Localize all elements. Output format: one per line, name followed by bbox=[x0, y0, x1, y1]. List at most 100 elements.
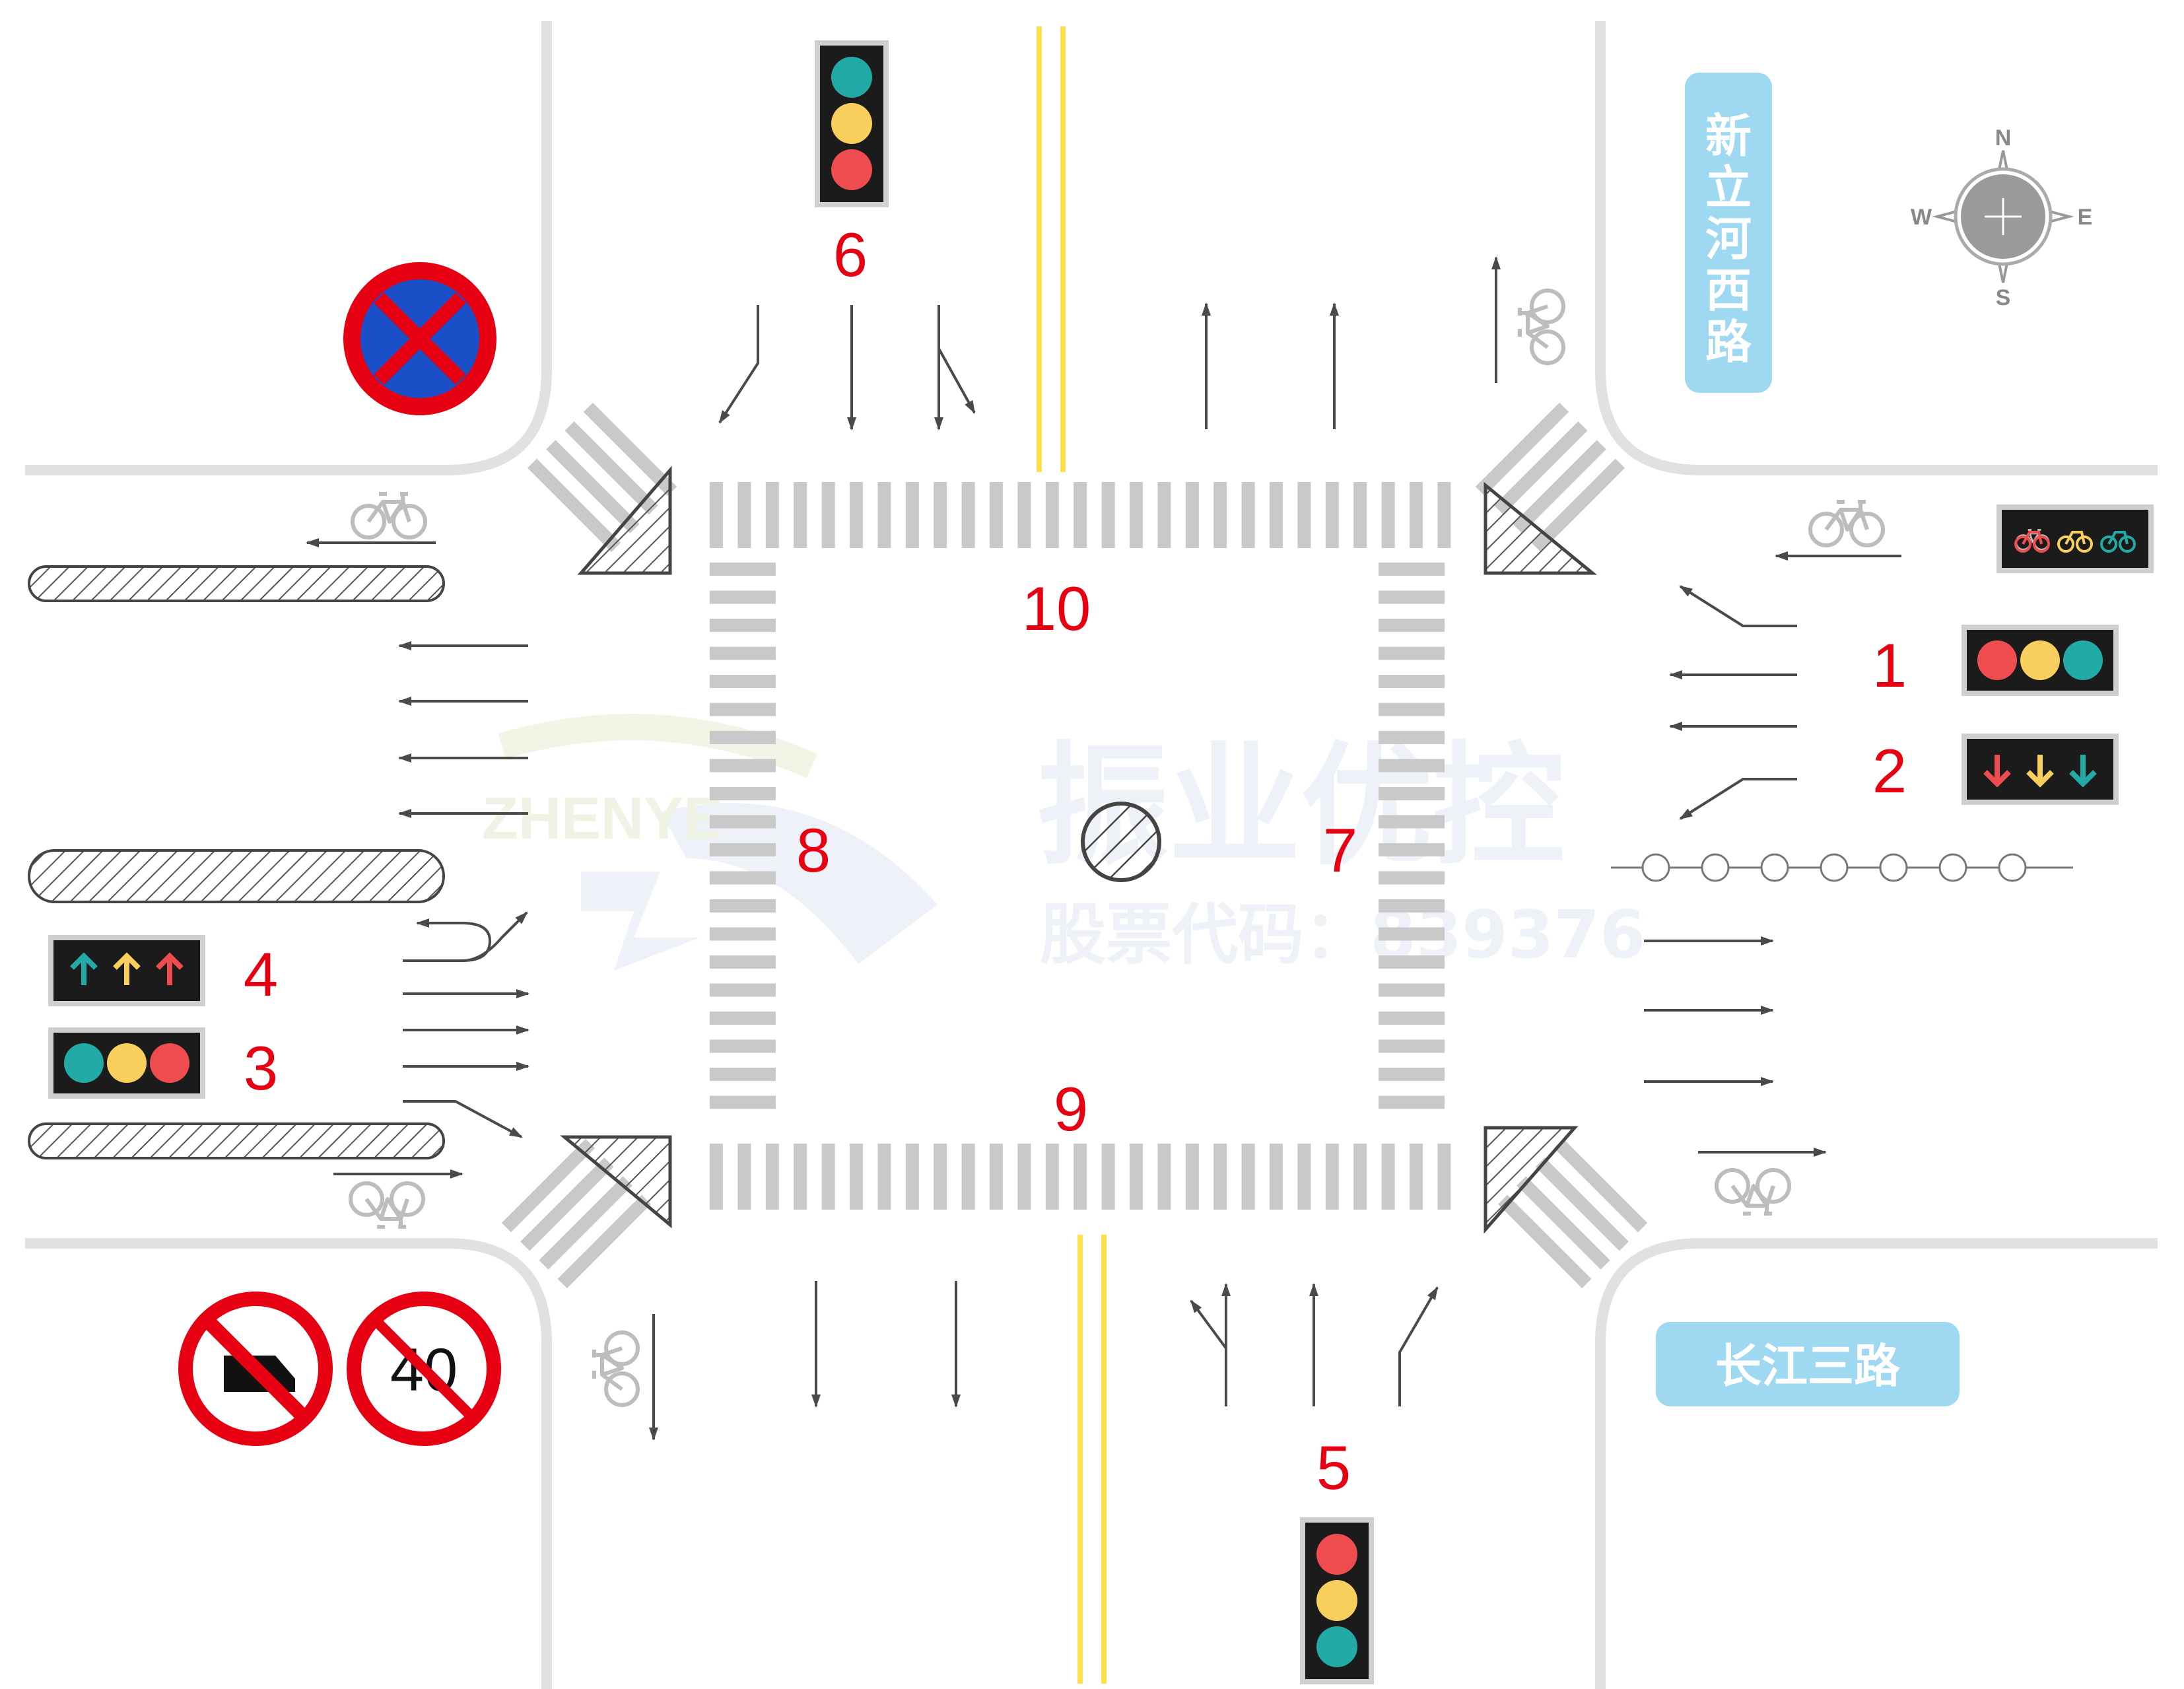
road-name-ns-char-4: 西 bbox=[1705, 263, 1752, 318]
crosswalk-stripe bbox=[1297, 1144, 1311, 1210]
bicycle-icon bbox=[353, 494, 425, 537]
arrow-w-right bbox=[403, 1100, 523, 1138]
signal-number-8: 8 bbox=[796, 815, 831, 885]
crosswalk-stripe bbox=[1241, 482, 1255, 548]
road-edge-ne bbox=[1595, 21, 2158, 475]
road-edge-nw bbox=[25, 21, 552, 475]
crosswalk-stripe bbox=[877, 482, 891, 548]
crosswalk-stripe bbox=[710, 843, 776, 856]
crosswalk-stripe bbox=[710, 955, 776, 969]
crosswalk-stripe bbox=[765, 482, 779, 548]
crosswalk-stripe bbox=[710, 759, 776, 773]
crosswalk-stripe bbox=[877, 1144, 891, 1210]
road-edge-sw bbox=[25, 1238, 552, 1689]
center-island bbox=[1081, 802, 1161, 882]
crosswalk-stripe bbox=[710, 871, 776, 885]
signal-number-10: 10 bbox=[1022, 574, 1091, 643]
crosswalk-stripe bbox=[1130, 482, 1143, 548]
arrow-e-left bbox=[1679, 585, 1797, 627]
crosswalk-stripe bbox=[1379, 899, 1445, 913]
arrow-w-uturn bbox=[403, 918, 492, 962]
crosswalk-stripe bbox=[1379, 1039, 1445, 1053]
crosswalk-stripe bbox=[1325, 482, 1339, 548]
bicycle-icon bbox=[1717, 1170, 1789, 1214]
crosswalk-stripe bbox=[710, 927, 776, 941]
arrow-s-left-straight-b bbox=[1190, 1299, 1227, 1350]
watermark-brand: ZHENYE bbox=[482, 786, 723, 852]
crosswalk-stripe bbox=[1379, 843, 1445, 856]
corner-islands bbox=[560, 465, 1597, 1234]
crosswalk-east bbox=[1379, 563, 1445, 1109]
crosswalk-stripe bbox=[1379, 1068, 1445, 1081]
crosswalk-stripe bbox=[850, 482, 863, 548]
crosswalk-stripe bbox=[1213, 1144, 1227, 1210]
west-medians bbox=[28, 565, 445, 1159]
crosswalk-stripe bbox=[1101, 482, 1115, 548]
crosswalk-stripe bbox=[1017, 1144, 1031, 1210]
crosswalk-stripe bbox=[1101, 1144, 1115, 1210]
crosswalk-stripe bbox=[1379, 927, 1445, 941]
divider-post bbox=[1879, 853, 1908, 882]
crosswalk-stripe bbox=[1241, 1144, 1255, 1210]
center-lines bbox=[1037, 26, 1107, 1684]
watermark: ZHENYE 振业优控 股票代码：839376 bbox=[482, 714, 1645, 973]
crosswalk-stripe bbox=[1045, 482, 1059, 548]
crosswalk-stripe bbox=[1379, 703, 1445, 716]
crosswalk-stripe bbox=[1297, 482, 1311, 548]
bicycle-icon bbox=[351, 1183, 423, 1227]
crosswalk-stripe bbox=[1379, 646, 1445, 660]
crosswalk-stripe bbox=[1157, 482, 1171, 548]
road-sign-east-west: 长江三路 bbox=[1656, 1322, 1960, 1406]
crosswalk-stripe bbox=[1379, 590, 1445, 604]
road-sign-north-south: 新 立 河 西 路 bbox=[1685, 73, 1772, 393]
crosswalk-stripe bbox=[737, 482, 751, 548]
arrow-n-straight-right-b bbox=[938, 348, 976, 414]
crosswalk-stripe bbox=[1379, 815, 1445, 829]
watermark-logo bbox=[581, 872, 700, 971]
crosswalk-stripe bbox=[710, 1012, 776, 1025]
crosswalk-stripe bbox=[934, 1144, 947, 1210]
signal-number-7: 7 bbox=[1323, 815, 1357, 885]
crosswalk-stripe bbox=[1074, 482, 1087, 548]
crosswalk-stripe bbox=[1381, 1144, 1395, 1210]
crosswalk-stripe bbox=[710, 731, 776, 744]
crosswalk-stripe bbox=[934, 482, 947, 548]
crosswalk-stripe bbox=[794, 1144, 807, 1210]
crosswalk-stripe bbox=[1379, 983, 1445, 997]
arrow-s-right bbox=[1398, 1286, 1439, 1406]
crosswalk-stripe bbox=[1410, 1144, 1423, 1210]
median-west-middle bbox=[28, 849, 445, 903]
crosswalk-stripe bbox=[990, 482, 1003, 548]
crosswalk-stripe bbox=[737, 1144, 751, 1210]
crosswalk-stripe bbox=[710, 646, 776, 660]
crosswalk-stripe bbox=[850, 1144, 863, 1210]
crosswalk-stripe bbox=[1379, 619, 1445, 632]
arrow-w-left bbox=[461, 911, 528, 962]
crosswalk-stripe bbox=[961, 482, 975, 548]
divider-post bbox=[1938, 853, 1967, 882]
watermark-stock: 股票代码：839376 bbox=[1040, 896, 1645, 973]
crosswalk-stripe bbox=[710, 899, 776, 913]
crosswalk-stripe bbox=[1410, 482, 1423, 548]
crosswalk-stripe bbox=[1379, 1095, 1445, 1109]
crosswalk-west bbox=[710, 563, 776, 1109]
arrow-n-left bbox=[718, 305, 759, 424]
crosswalk-stripe bbox=[1437, 1144, 1451, 1210]
lane-arrows bbox=[306, 256, 1901, 1441]
crosswalk-stripe bbox=[1325, 1144, 1339, 1210]
signal-number-5: 5 bbox=[1316, 1433, 1351, 1502]
crosswalk-stripe bbox=[710, 590, 776, 604]
divider-post bbox=[1701, 853, 1730, 882]
crosswalk-stripe bbox=[710, 815, 776, 829]
divider-post bbox=[1998, 853, 2027, 882]
crosswalk-stripe bbox=[710, 619, 776, 632]
bicycle-icon bbox=[1810, 502, 1883, 545]
no-trucks-sign-icon bbox=[178, 1292, 333, 1446]
signal-number-1: 1 bbox=[1872, 631, 1907, 700]
road-name-ns-char-3: 河 bbox=[1705, 212, 1752, 266]
crosswalk-stripe bbox=[1379, 1012, 1445, 1025]
road-edges bbox=[25, 21, 2158, 1689]
signal-number-9: 9 bbox=[1054, 1074, 1088, 1144]
compass-w-label: W bbox=[1911, 205, 1932, 230]
